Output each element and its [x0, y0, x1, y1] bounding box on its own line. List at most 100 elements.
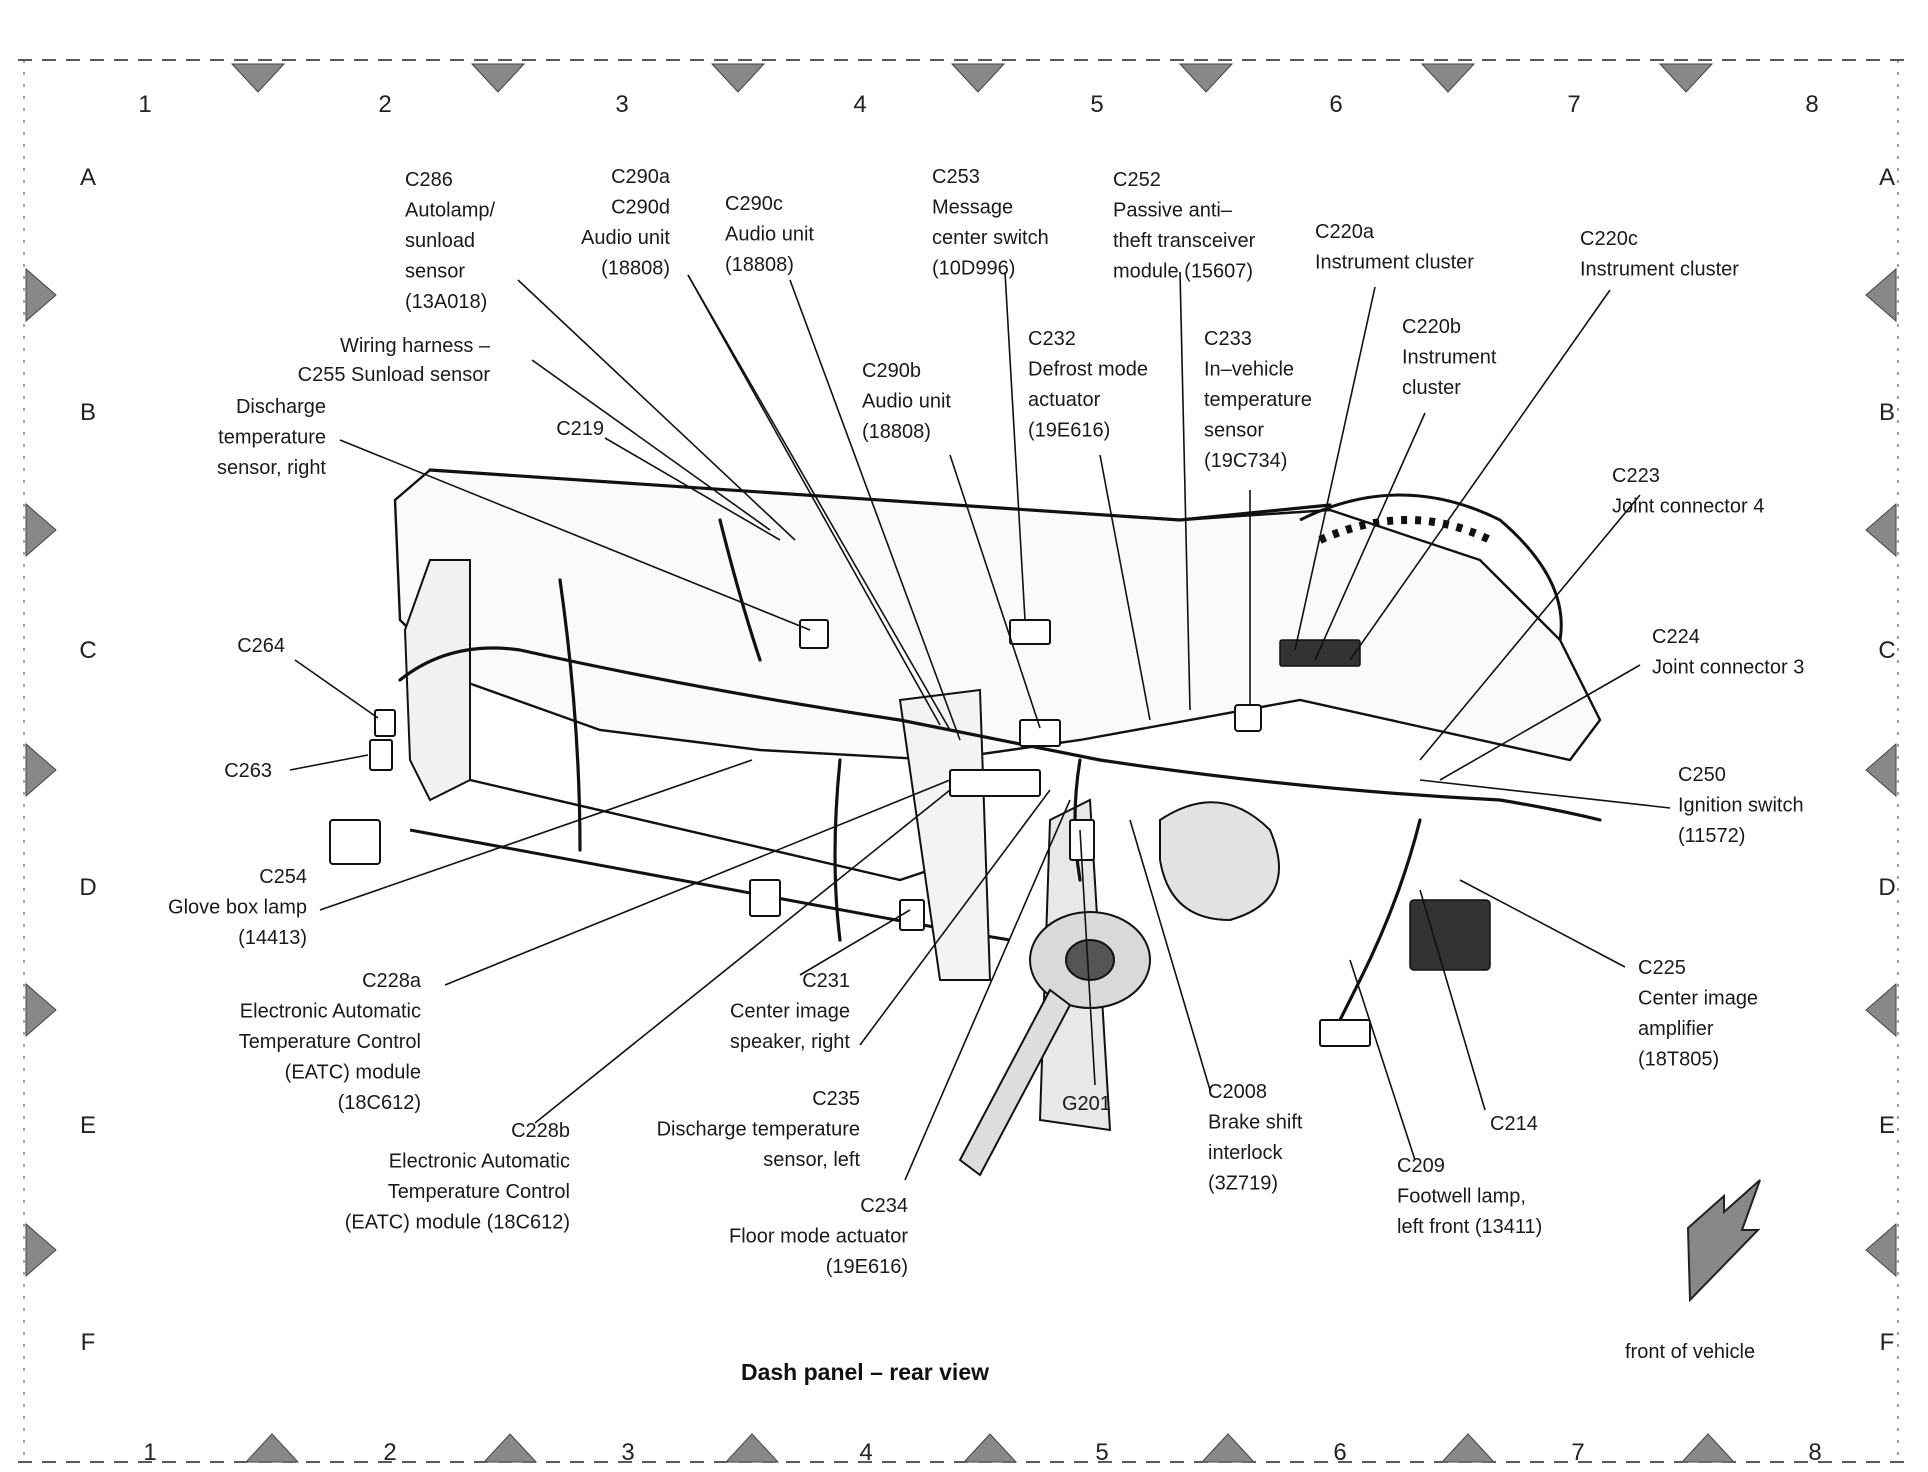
- left-triangle-marker-icon: [25, 267, 57, 323]
- callout-c255: C255 Sunload sensor: [298, 364, 491, 386]
- callout-c228a-line: Temperature Control: [239, 1031, 421, 1053]
- callout-c253-line: (10D996): [932, 258, 1015, 280]
- callout-c225-line: (18T805): [1638, 1049, 1719, 1071]
- callout-c254-line: Glove box lamp: [168, 897, 307, 919]
- callout-c235-line: sensor, left: [763, 1149, 860, 1171]
- bottom-triangle-marker-icon: [724, 1433, 780, 1463]
- row-marker-right-A: A: [1879, 164, 1895, 191]
- callout-c290a-line: C290a: [611, 166, 671, 188]
- callout-c2008-line: (3Z719): [1208, 1173, 1278, 1195]
- center-stack-frame: [898, 688, 992, 981]
- connector-c263: [369, 739, 393, 771]
- callout-c220a-line: Instrument cluster: [1315, 252, 1474, 274]
- connector-c264: [374, 709, 396, 737]
- callout-c264: C264: [237, 635, 285, 657]
- right-triangle-marker-icon: [1865, 1222, 1897, 1278]
- left-triangle-marker-icon: [25, 742, 57, 798]
- callout-c252-line: C252: [1113, 169, 1161, 191]
- bottom-triangle-marker-icon: [1200, 1433, 1256, 1463]
- callout-c209-line: left front (13411): [1397, 1216, 1542, 1238]
- callout-c250-line: C250: [1678, 764, 1726, 786]
- connector-floor-actuator: [749, 879, 781, 917]
- callout-c235-line: C235: [812, 1088, 860, 1110]
- top-triangle-marker-icon: [950, 63, 1006, 93]
- right-triangle-marker-icon: [1865, 502, 1897, 558]
- callout-c228a-line: (EATC) module: [285, 1062, 421, 1084]
- connector-c225: [1409, 899, 1491, 971]
- left-triangle-marker-icon: [25, 502, 57, 558]
- connector-c220: [1279, 639, 1361, 667]
- column-marker-bottom-3: 3: [621, 1439, 634, 1466]
- row-marker-left-B: B: [80, 399, 96, 426]
- callout-c250-line: (11572): [1678, 825, 1745, 847]
- callout-c286-line: (13A018): [405, 291, 487, 313]
- connector-c290b: [1019, 719, 1061, 747]
- callout-wiring: Wiring harness –: [340, 335, 491, 357]
- row-marker-right-F: F: [1880, 1329, 1895, 1356]
- callout-c233-line: C233: [1204, 328, 1252, 350]
- column-marker-bottom-4: 4: [859, 1439, 872, 1466]
- connector-c253: [1009, 619, 1051, 645]
- callout-c290c-line: Audio unit: [725, 224, 814, 246]
- callout-c228b-line: Electronic Automatic: [389, 1151, 570, 1173]
- callout-c223-line: Joint connector 4: [1612, 496, 1764, 518]
- top-triangle-marker-icon: [470, 63, 526, 93]
- callout-c223-line: C223: [1612, 465, 1660, 487]
- row-marker-left-F: F: [81, 1329, 96, 1356]
- bottom-triangle-marker-icon: [244, 1433, 300, 1463]
- row-marker-right-C: C: [1878, 637, 1895, 664]
- callout-c220c-line: C220c: [1580, 228, 1638, 250]
- callout-c220c-line: Instrument cluster: [1580, 259, 1739, 281]
- connector-c209: [1319, 1019, 1371, 1047]
- callout-c219-line: C219: [556, 418, 604, 440]
- column-marker-bottom-5: 5: [1095, 1439, 1108, 1466]
- callout-c231-line: Center image: [730, 1001, 850, 1023]
- connector-c219: [799, 619, 829, 649]
- callout-c253-line: Message: [932, 197, 1013, 219]
- bottom-triangle-marker-icon: [1440, 1433, 1496, 1463]
- callout-c232-line: actuator: [1028, 389, 1101, 411]
- ignition-assembly: [1159, 801, 1280, 922]
- callout-labels: C286Autolamp/sunloadsensor(13A018)C290aC…: [168, 166, 1804, 1278]
- callout-c2008-line: interlock: [1208, 1142, 1283, 1164]
- front-of-vehicle-indicator: front of vehicle: [1625, 1179, 1761, 1363]
- callout-c252-line: theft transceiver: [1113, 230, 1256, 252]
- callout-c290a-line: (18808): [601, 258, 670, 280]
- callout-c290a-line: Audio unit: [581, 227, 670, 249]
- top-triangle-marker-icon: [1420, 63, 1476, 93]
- dash-panel-illustration: [329, 468, 1602, 1177]
- callout-c254-line: C254: [259, 866, 307, 888]
- callout-c233-line: In–vehicle: [1204, 359, 1294, 381]
- callout-c290a-line: C290d: [611, 197, 670, 219]
- callout-discharge_right-line: Discharge: [236, 396, 326, 418]
- column-marker-top-6: 6: [1329, 91, 1342, 118]
- right-triangle-marker-icon: [1865, 982, 1897, 1038]
- callout-c214-line: C214: [1490, 1113, 1538, 1135]
- row-marker-left-E: E: [80, 1112, 96, 1139]
- callout-c232-line: C232: [1028, 328, 1076, 350]
- callout-c231-line: C231: [802, 970, 850, 992]
- steering-shaft: [958, 988, 1072, 1177]
- connector-c231: [899, 899, 925, 931]
- main-harness-right: [1098, 758, 1602, 822]
- column-marker-bottom-6: 6: [1333, 1439, 1346, 1466]
- callout-c286-line: sunload: [405, 230, 475, 252]
- callout-c263: C263: [224, 760, 272, 782]
- callout-c228a-line: (18C612): [338, 1092, 421, 1114]
- callout-c290b-line: (18808): [862, 421, 931, 443]
- diagram-title: Dash panel – rear view: [741, 1359, 989, 1385]
